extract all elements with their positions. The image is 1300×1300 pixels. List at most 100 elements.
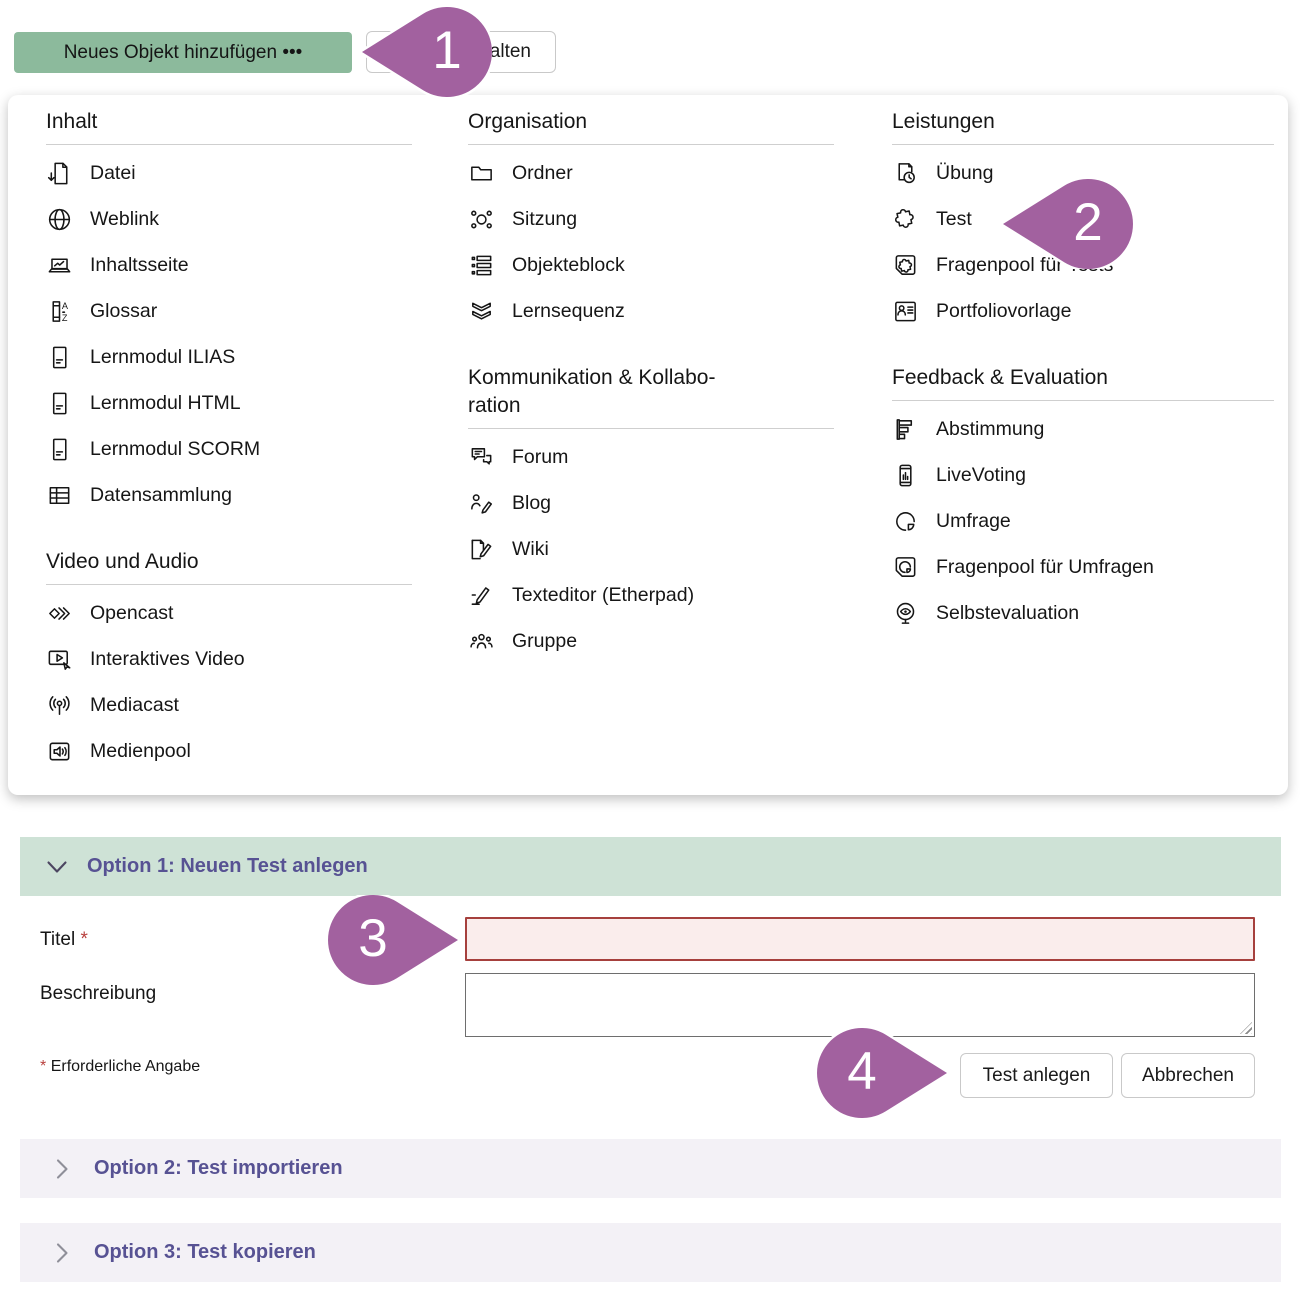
accordion-option2-header[interactable]: Option 2: Test importieren [20,1139,1281,1198]
pie-frame-icon [892,554,919,581]
menu-item-lernsequenz[interactable]: Lernsequenz [468,288,834,334]
menu-item-interaktives-video[interactable]: Interaktives Video [46,636,412,682]
menu-item-weblink[interactable]: Weblink [46,196,412,242]
menu-item-wiki[interactable]: Wiki [468,526,834,572]
person-pencil-icon [468,490,495,517]
menu-item-label: Wiki [512,537,549,560]
menu-item-fragenpool-für-umfragen[interactable]: Fragenpool für Umfragen [892,544,1274,590]
menu-item-label: Ordner [512,161,573,184]
menu-item-label: LiveVoting [936,463,1026,486]
menu-item-label: Mediacast [90,693,179,716]
menu-item-objekteblock[interactable]: Objekteblock [468,242,834,288]
menu-item-gruppe[interactable]: Gruppe [468,618,834,664]
menu-item-medienpool[interactable]: Medienpool [46,728,412,774]
accordion-option1-title: Option 1: Neuen Test anlegen [87,855,368,877]
network-circles-icon [468,206,495,233]
menu-item-opencast[interactable]: Opencast [46,590,412,636]
menu-item-blog[interactable]: Blog [468,480,834,526]
menu-section-title: Kommunikation & Kollabo-ration [468,364,834,429]
partially-covered-button[interactable]: alten [366,31,556,73]
menu-item-datensammlung[interactable]: Datensammlung [46,472,412,518]
learning-module-icon [46,344,73,371]
svg-text:Z: Z [62,313,68,323]
title-input[interactable] [465,917,1255,961]
menu-item-portfoliovorlage[interactable]: Portfoliovorlage [892,288,1274,334]
menu-item-sitzung[interactable]: Sitzung [468,196,834,242]
menu-item-ordner[interactable]: Ordner [468,150,834,196]
chevron-down-icon [45,855,69,879]
menu-item-abstimmung[interactable]: Abstimmung [892,406,1274,452]
menu-item-livevoting[interactable]: LiveVoting [892,452,1274,498]
menu-item-label: Lernmodul HTML [90,391,241,414]
accordion-option3-header[interactable]: Option 3: Test kopieren [20,1223,1281,1282]
menu-item-forum[interactable]: Forum [468,434,834,480]
badge-number: 4 [847,1042,877,1101]
description-textarea[interactable] [465,973,1255,1037]
menu-item-inhaltsseite[interactable]: Inhaltsseite [46,242,412,288]
puzzle-icon [892,206,919,233]
menu-item-selbstevaluation[interactable]: Selbstevaluation [892,590,1274,636]
cancel-button[interactable]: Abbrechen [1121,1053,1255,1098]
menu-item-mediacast[interactable]: Mediacast [46,682,412,728]
menu-item-lernmodul-scorm[interactable]: Lernmodul SCORM [46,426,412,472]
people-group-icon [468,628,495,655]
title-label: Titel * [40,929,88,950]
interactive-video-icon [46,646,73,673]
speaker-icon [46,738,73,765]
menu-item-lernmodul-ilias[interactable]: Lernmodul ILIAS [46,334,412,380]
menu-item-label: Weblink [90,207,160,230]
menu-item-label: Opencast [90,601,174,624]
menu-item-lernmodul-html[interactable]: Lernmodul HTML [46,380,412,426]
menu-item-label: Sitzung [512,207,578,230]
menu-item-texteditor-etherpad-[interactable]: Texteditor (Etherpad) [468,572,834,618]
menu-item-fragenpool-für-tests[interactable]: Fragenpool für Tests [892,242,1274,288]
menu-item-übung[interactable]: Übung [892,150,1274,196]
menu-section-title: Inhalt [46,108,412,145]
menu-section-title: Video und Audio [46,548,412,585]
menu-item-label: Abstimmung [936,417,1045,440]
menu-item-umfrage[interactable]: Umfrage [892,498,1274,544]
accordion-option3-title: Option 3: Test kopieren [94,1241,316,1263]
menu-item-label: Datensammlung [90,483,232,506]
id-card-icon [892,298,919,325]
callout-badge-3: 3 [328,895,458,985]
learning-module-icon [46,390,73,417]
badge-number: 3 [358,909,388,968]
required-note: * Erforderliche Angabe [40,1058,201,1075]
chevron-right-icon [50,1241,74,1265]
create-test-button[interactable]: Test anlegen [960,1053,1113,1098]
page-clock-icon [892,160,919,187]
speech-bubbles-icon [468,444,495,471]
menu-item-label: Gruppe [512,629,578,652]
menu-section-title: Organisation [468,108,834,145]
menu-item-label: Datei [90,161,136,184]
list-blocks-icon [468,252,495,279]
menu-item-label: Medienpool [90,739,191,762]
svg-text:A: A [62,301,69,311]
description-textarea-wrap [465,973,1255,1037]
eye-mirror-icon [892,600,919,627]
menu-item-label: Selbstevaluation [936,601,1080,624]
accordion-option1-header[interactable]: Option 1: Neuen Test anlegen [20,837,1281,896]
add-new-object-button[interactable]: Neues Objekt hinzufügen ••• [14,32,352,73]
pen-writing-icon [468,582,495,609]
opencast-diamond-icon [46,600,73,627]
globe-icon [46,206,73,233]
menu-item-test[interactable]: Test [892,196,1274,242]
laptop-page-icon [46,252,73,279]
menu-item-datei[interactable]: Datei [46,150,412,196]
